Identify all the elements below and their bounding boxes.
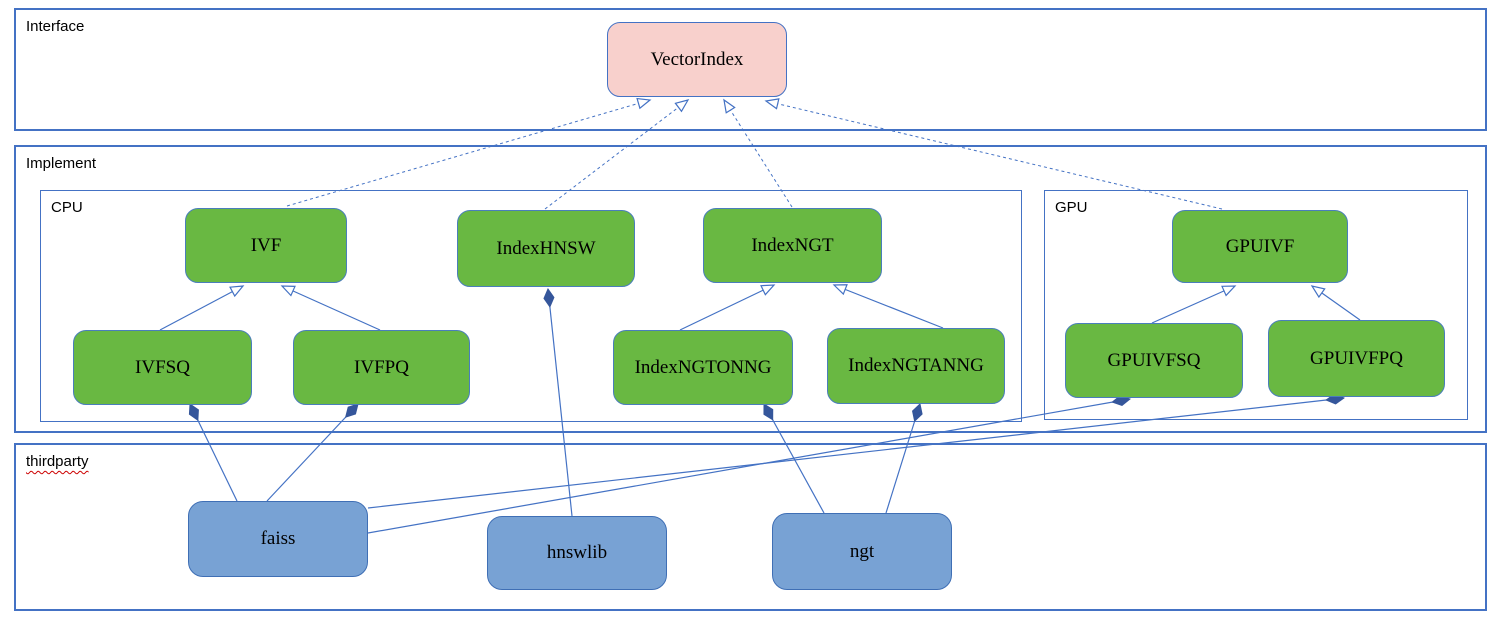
section-label-interface: Interface: [26, 18, 85, 35]
node-label-gpuivf: GPUIVF: [1225, 235, 1295, 257]
node-gpuivfpq[interactable]: GPUIVFPQ: [1268, 320, 1445, 397]
node-label-ivfsq: IVFSQ: [135, 356, 190, 378]
node-ivfsq[interactable]: IVFSQ: [73, 330, 252, 405]
section-label-implement: Implement: [26, 155, 97, 172]
node-label-indexngtanng: IndexNGTANNG: [848, 355, 984, 376]
node-ivf[interactable]: IVF: [185, 208, 347, 283]
node-label-indexhnsw: IndexHNSW: [496, 237, 596, 259]
section-label-thirdparty: thirdparty: [26, 453, 89, 470]
section-label-cpu: CPU: [51, 199, 83, 216]
node-vectorindex[interactable]: VectorIndex: [607, 22, 787, 97]
node-label-ivf: IVF: [250, 234, 282, 256]
node-indexngtonng[interactable]: IndexNGTONNG: [613, 330, 793, 405]
node-label-ivfpq: IVFPQ: [354, 356, 409, 378]
node-indexngt[interactable]: IndexNGT: [703, 208, 882, 283]
node-indexngtanng[interactable]: IndexNGTANNG: [827, 328, 1005, 404]
node-indexhnsw[interactable]: IndexHNSW: [457, 210, 635, 287]
node-label-indexngtonng: IndexNGTONNG: [634, 356, 772, 378]
node-label-indexngt: IndexNGT: [751, 234, 834, 256]
node-label-gpuivfpq: GPUIVFPQ: [1310, 347, 1403, 369]
node-gpuivf[interactable]: GPUIVF: [1172, 210, 1348, 283]
node-hnswlib[interactable]: hnswlib: [487, 516, 667, 590]
node-faiss[interactable]: faiss: [188, 501, 368, 577]
node-ivfpq[interactable]: IVFPQ: [293, 330, 470, 405]
node-label-ngt: ngt: [849, 540, 875, 562]
node-gpuivfsq[interactable]: GPUIVFSQ: [1065, 323, 1243, 398]
node-label-gpuivfsq: GPUIVFSQ: [1107, 349, 1201, 371]
node-label-faiss: faiss: [260, 528, 296, 549]
node-ngt[interactable]: ngt: [772, 513, 952, 590]
node-label-vectorindex: VectorIndex: [650, 48, 744, 70]
node-label-hnswlib: hnswlib: [546, 542, 608, 563]
